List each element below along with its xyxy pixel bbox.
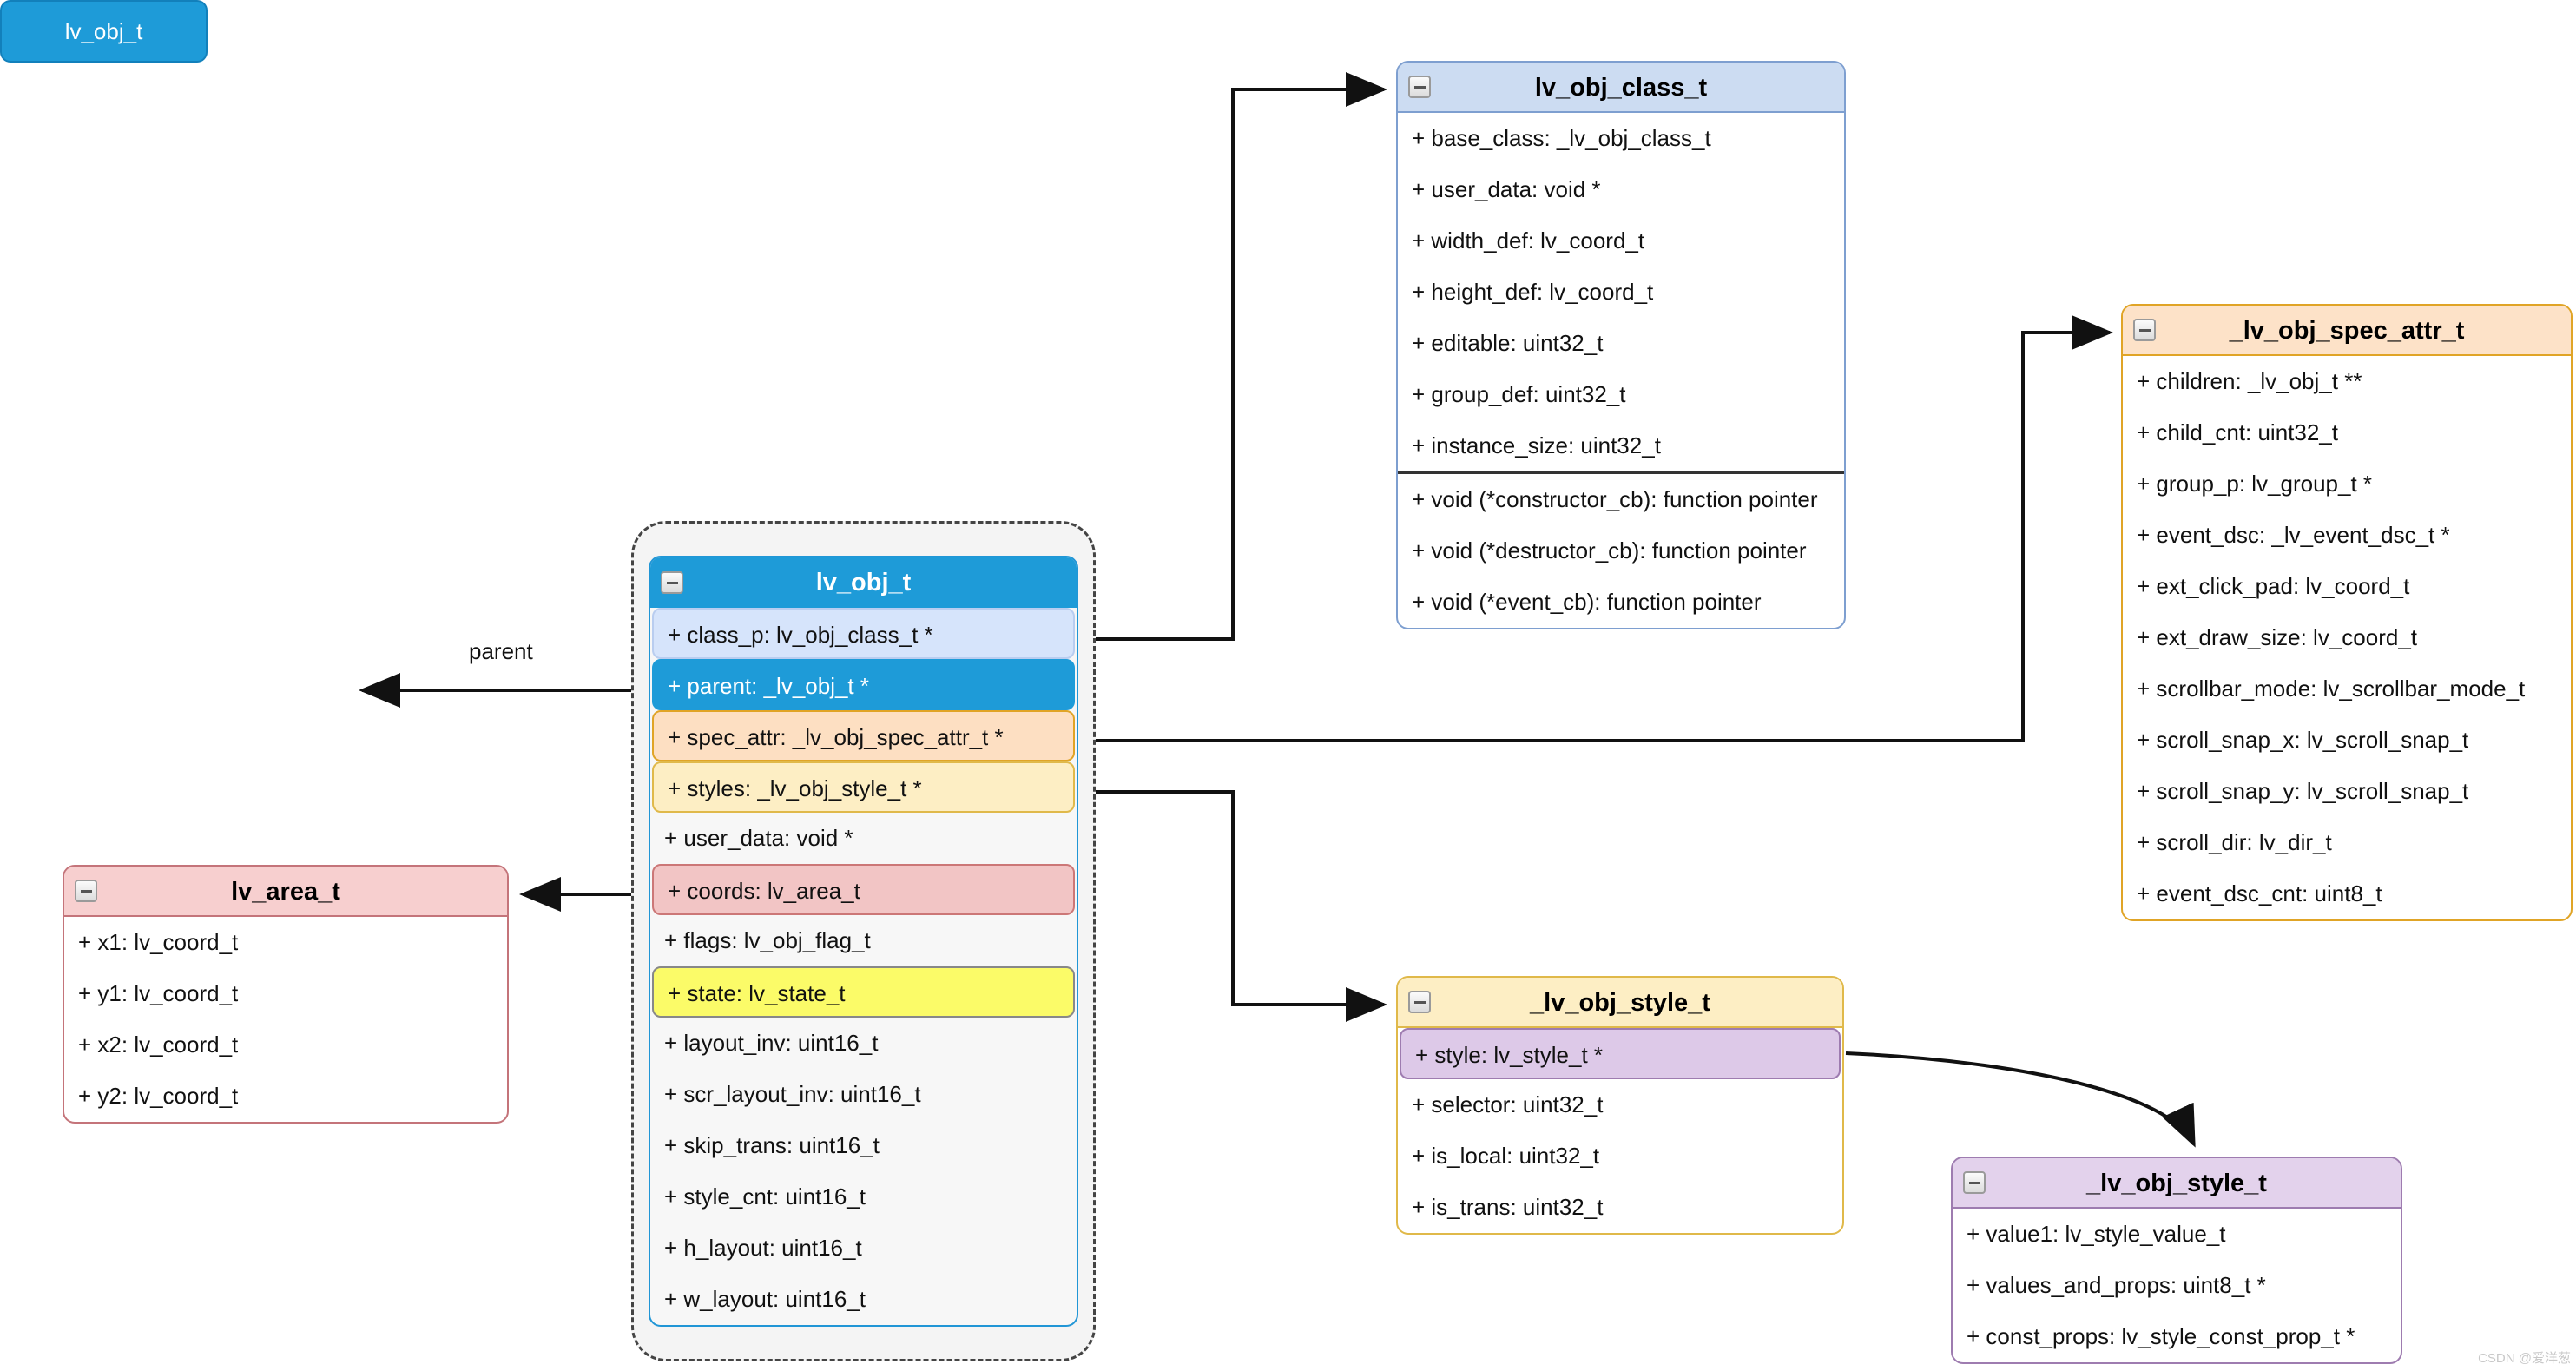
attribute-row: + scroll_dir: lv_dir_t — [2137, 829, 2332, 855]
class-box-lv-obj-t[interactable]: lv_obj_t + class_p: lv_obj_class_t * + p… — [649, 556, 1078, 1327]
attribute-list: + style: lv_style_t * + selector: uint32… — [1398, 1028, 1842, 1233]
minus-icon[interactable] — [1408, 991, 1431, 1013]
attribute-row: + y2: lv_coord_t — [78, 1083, 239, 1109]
class-box-lv-obj-style-t-purple[interactable]: _lv_obj_style_t + value1: lv_style_value… — [1951, 1157, 2402, 1364]
attribute-row: + child_cnt: uint32_t — [2137, 419, 2338, 445]
minus-icon[interactable] — [2133, 319, 2156, 341]
attribute-row: + base_class: _lv_obj_class_t — [1412, 125, 1711, 151]
attribute-row: + scroll_snap_x: lv_scroll_snap_t — [2137, 727, 2469, 753]
attribute-row-coords[interactable]: + coords: lv_area_t — [652, 864, 1075, 915]
attribute-row-style-cnt: + style_cnt: uint16_t — [664, 1183, 866, 1210]
attribute-row-spec-attr[interactable]: + spec_attr: _lv_obj_spec_attr_t * — [652, 710, 1075, 761]
class-title: lv_obj_class_t — [1534, 74, 1708, 102]
attribute-row: + x2: lv_coord_t — [78, 1032, 239, 1058]
class-header: _lv_obj_spec_attr_t — [2123, 306, 2571, 356]
wire-style-to-purplestyle — [1845, 1051, 2196, 1148]
attribute-row-layout-inv: + layout_inv: uint16_t — [664, 1030, 879, 1056]
attribute-row: + scroll_snap_y: lv_scroll_snap_t — [2137, 778, 2469, 804]
class-box-lv-area-t[interactable]: lv_area_t + x1: lv_coord_t + y1: lv_coor… — [63, 865, 509, 1124]
minus-icon[interactable] — [1408, 76, 1431, 98]
attribute-row-scr-layout-inv: + scr_layout_inv: uint16_t — [664, 1081, 921, 1107]
attribute-row: + event_dsc: _lv_event_dsc_t * — [2137, 522, 2450, 548]
attribute-row-h-layout: + h_layout: uint16_t — [664, 1235, 862, 1261]
attribute-row: + value1: lv_style_value_t — [1967, 1221, 2226, 1247]
attribute-list: + x1: lv_coord_t + y1: lv_coord_t + x2: … — [64, 917, 507, 1122]
class-header: _lv_obj_style_t — [1398, 978, 1842, 1028]
class-header: _lv_obj_style_t — [1953, 1158, 2401, 1209]
attribute-row: + ext_click_pad: lv_coord_t — [2137, 573, 2410, 599]
attribute-row-skip-trans: + skip_trans: uint16_t — [664, 1132, 880, 1158]
class-header: lv_obj_t — [650, 557, 1077, 608]
attribute-row: + const_props: lv_style_const_prop_t * — [1967, 1323, 2355, 1349]
attribute-row-selector: + selector: uint32_t — [1412, 1091, 1604, 1117]
attribute-row: + children: _lv_obj_t ** — [2137, 368, 2362, 394]
attribute-row: + y1: lv_coord_t — [78, 980, 239, 1006]
minus-icon[interactable] — [75, 880, 97, 902]
class-title: _lv_obj_style_t — [1530, 989, 1710, 1017]
minus-icon[interactable] — [661, 571, 683, 594]
attribute-row-styles[interactable]: + styles: _lv_obj_style_t * — [652, 761, 1075, 813]
attribute-row: + event_dsc_cnt: uint8_t — [2137, 880, 2382, 906]
attribute-row: + width_def: lv_coord_t — [1412, 227, 1645, 254]
class-header: lv_area_t — [64, 867, 507, 917]
attribute-row: + user_data: void * — [1412, 176, 1601, 202]
class-title: lv_obj_t — [815, 569, 912, 597]
attribute-list: + value1: lv_style_value_t + values_and_… — [1953, 1209, 2401, 1362]
watermark: CSDN @爱洋葱 — [2478, 1351, 2571, 1366]
method-row: + void (*event_cb): function pointer — [1412, 589, 1762, 615]
attribute-row-is-local: + is_local: uint32_t — [1412, 1143, 1600, 1169]
attribute-row-style[interactable]: + style: lv_style_t * — [1400, 1028, 1841, 1079]
attribute-row-class-p[interactable]: + class_p: lv_obj_class_t * — [652, 608, 1075, 659]
class-box-lv-obj-spec-attr-t[interactable]: _lv_obj_spec_attr_t + children: _lv_obj_… — [2121, 304, 2573, 921]
class-title: _lv_obj_style_t — [2086, 1170, 2267, 1197]
attribute-list: + class_p: lv_obj_class_t * + parent: _l… — [650, 608, 1077, 1325]
attribute-row-state[interactable]: + state: lv_state_t — [652, 966, 1075, 1018]
attribute-row-is-trans: + is_trans: uint32_t — [1412, 1194, 1604, 1220]
attribute-row-flags: + flags: lv_obj_flag_t — [664, 927, 871, 953]
attribute-row: + instance_size: uint32_t — [1412, 432, 1661, 458]
attribute-row-parent[interactable]: + parent: _lv_obj_t * — [652, 659, 1075, 710]
attribute-row: + scrollbar_mode: lv_scrollbar_mode_t — [2137, 676, 2526, 702]
minus-icon[interactable] — [1963, 1171, 1986, 1194]
attribute-list: + children: _lv_obj_t ** + child_cnt: ui… — [2123, 356, 2571, 919]
class-box-lv-obj-t-parent[interactable]: lv_obj_t — [0, 0, 208, 63]
class-title: _lv_obj_spec_attr_t — [2229, 317, 2465, 345]
class-title: lv_area_t — [231, 878, 340, 906]
attribute-row: + height_def: lv_coord_t — [1412, 279, 1654, 305]
attribute-row: + values_and_props: uint8_t * — [1967, 1272, 2266, 1298]
wire-classp-to-objclass — [1080, 72, 1387, 641]
edge-label-parent: parent — [469, 638, 533, 664]
class-header: lv_obj_class_t — [1398, 63, 1844, 113]
method-row: + void (*destructor_cb): function pointe… — [1412, 537, 1807, 564]
attribute-row: + x1: lv_coord_t — [78, 929, 239, 955]
class-box-lv-obj-style-t-middle[interactable]: _lv_obj_style_t + style: lv_style_t * + … — [1396, 976, 1844, 1235]
attribute-row: + ext_draw_size: lv_coord_t — [2137, 624, 2418, 650]
attribute-row-w-layout: + w_layout: uint16_t — [664, 1286, 866, 1312]
attribute-row: + group_p: lv_group_t * — [2137, 471, 2373, 497]
attribute-row-user-data: + user_data: void * — [664, 825, 853, 851]
attribute-row: + group_def: uint32_t — [1412, 381, 1626, 407]
method-row: + void (*constructor_cb): function point… — [1412, 486, 1818, 512]
attribute-row: + editable: uint32_t — [1412, 330, 1604, 356]
wire-styles-to-objstyle — [1080, 790, 1387, 1022]
attribute-list: + base_class: _lv_obj_class_t + user_dat… — [1398, 113, 1844, 628]
class-box-lv-obj-class-t[interactable]: lv_obj_class_t + base_class: _lv_obj_cla… — [1396, 61, 1846, 629]
